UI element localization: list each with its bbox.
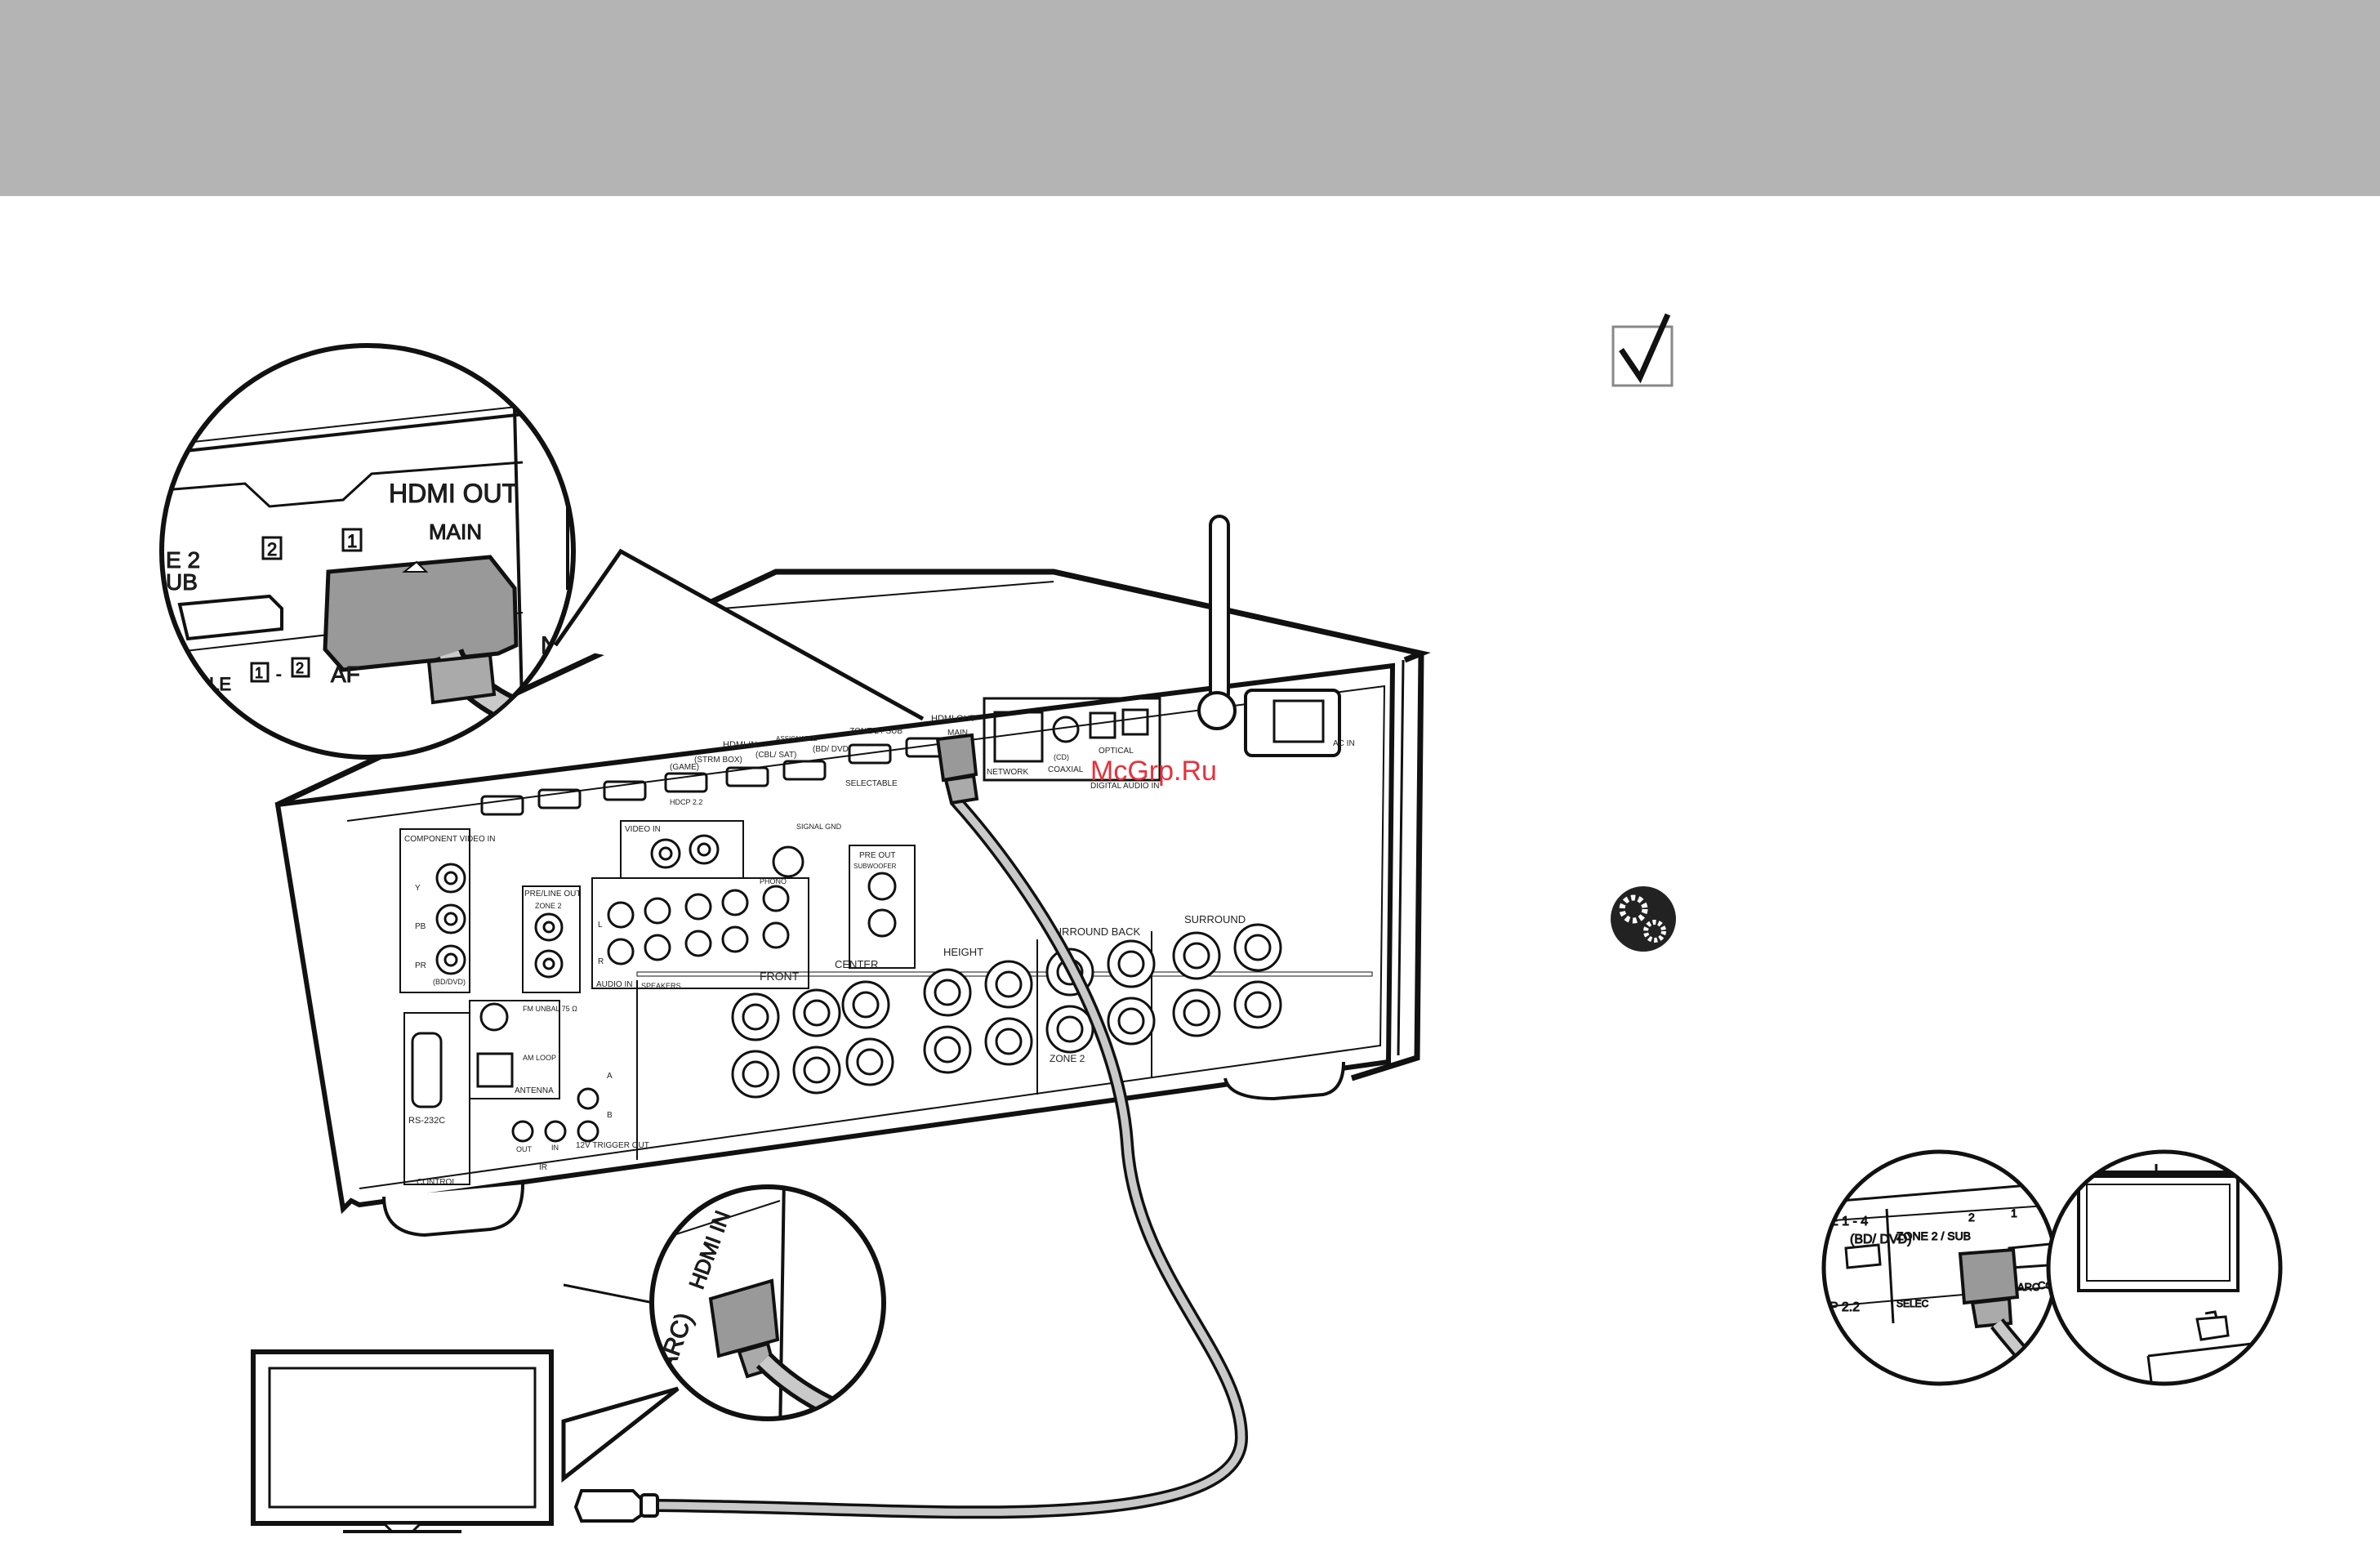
gears-icon (1611, 886, 1676, 952)
label-signal-gnd: SIGNAL GND (796, 823, 842, 831)
label-out: OUT (516, 1145, 533, 1153)
label-y: Y (415, 884, 421, 893)
label-front: FRONT (760, 970, 800, 983)
receiver-labels: HDMI OUT MAIN ZONE 2 / SUB SELECTABLE HD… (404, 714, 1355, 1187)
television (251, 1349, 554, 1533)
watermark: McGrp.Ru (1090, 756, 1217, 787)
label-game: (GAME) (670, 763, 699, 772)
small-zone2-sub: ZONE 2 / SUB (1896, 1229, 1971, 1242)
zoom-circle-zone2-sub: E 1 - 4 (BD/ DVD) P 2.2 ZONE 2 / SUB 2 1… (1821, 1149, 2058, 1386)
label-main: MAIN (947, 729, 968, 738)
label-zone2-speaker: ZONE 2 (1050, 1053, 1085, 1064)
label-speakers: SPEAKERS (641, 982, 681, 990)
label-subwoofer: SUBWOOFER (854, 863, 897, 870)
label-cd: (CD) (1054, 753, 1069, 761)
label-pre-out: PRE OUT (859, 851, 895, 860)
label-surround: SURROUND (1184, 913, 1246, 925)
header-band (0, 0, 2380, 196)
label-bd-dvd: (BD/ DVD) (813, 745, 851, 754)
zoom-hdmi-out: HDMI OUT (389, 479, 518, 508)
zoom-circle-hdmi-in: HDMI IN (ARC) (561, 1184, 886, 1483)
check-box-icon (1611, 313, 1674, 387)
label-network: NETWORK (987, 768, 1028, 777)
zoom-circle-hdmi-out: HDMI OUT MAIN E 2 UB 2 1 TABLE 1 - 2 AF … (159, 343, 925, 760)
small-select: SELEC (1896, 1298, 1929, 1309)
label-ac-in: AC IN (1333, 739, 1355, 748)
label-zone2: ZONE 2 (535, 902, 562, 910)
zoom-zone2: E 2 (166, 547, 200, 573)
label-rs232c: RS-232C (408, 1116, 445, 1126)
zoom-main: MAIN (429, 520, 482, 544)
label-hdmi-in: HDMI IN (723, 740, 757, 750)
label-coaxial: COAXIAL (1048, 765, 1084, 774)
hdmi-cable (653, 796, 1249, 1519)
label-bd-dvd-small: (BD/DVD) (433, 978, 466, 986)
label-height: HEIGHT (943, 946, 983, 958)
small-h: H (2038, 1190, 2046, 1203)
label-hdcp: HDCP 2.2 (670, 798, 702, 806)
rca-jacks (435, 834, 897, 979)
small-sel: E 1 - 4 (1830, 1215, 1868, 1229)
speaker-terminals (731, 923, 1282, 1099)
small-num1: 1 (2011, 1206, 2017, 1220)
hdmi-plug-receiver (935, 733, 979, 805)
label-control: CONTROL (417, 1178, 457, 1187)
label-fm: FM UNBAL 75 Ω (523, 1005, 577, 1013)
label-optical: OPTICAL (1099, 747, 1134, 756)
label-strm-box: (STRM BOX) (694, 756, 742, 765)
label-l: L (598, 921, 603, 930)
label-pb: PB (415, 922, 426, 931)
hdmi-plug-tv (573, 1489, 659, 1523)
label-b: B (607, 1111, 613, 1120)
zoom-sel-2: 2 (296, 660, 304, 676)
zoom-sel-1: 1 (255, 665, 263, 681)
label-trigger: 12V TRIGGER OUT (576, 1141, 649, 1150)
label-selectable: SELECTABLE (845, 779, 898, 788)
small-bd-dvd: (BD/ DVD) (1850, 1233, 1912, 1246)
zoom-num1: 1 (347, 531, 357, 551)
label-ir: IR (539, 1163, 547, 1172)
label-hdmi-out: HDMI OUT (931, 714, 976, 724)
small-num2: 2 (1968, 1211, 1975, 1224)
label-zone2-sub: ZONE 2 / SUB (849, 727, 903, 736)
label-a: A (607, 1072, 613, 1081)
label-cbl-sat: (CBL/ SAT) (755, 751, 796, 760)
label-video-in: VIDEO IN (625, 825, 661, 834)
zoom-circle-projector (2046, 1149, 2283, 1386)
zoom-arc-partial: AF (331, 662, 360, 687)
label-r: R (598, 957, 604, 966)
label-center: CENTER (835, 958, 878, 970)
zoom-sub: UB (166, 569, 198, 595)
small-arc: ARC (2017, 1281, 2039, 1293)
label-in: IN (551, 1144, 559, 1152)
zoom-num2: 2 (267, 539, 277, 560)
label-assignable: ASSIGNABLE (776, 735, 818, 743)
label-pre-line-out: PRE/LINE OUT (524, 890, 581, 899)
label-antenna: ANTENNA (515, 1086, 554, 1095)
label-digital-audio-in: DIGITAL AUDIO IN (1090, 782, 1159, 791)
label-component-video-in: COMPONENT VIDEO IN (404, 835, 496, 844)
label-am: AM LOOP (523, 1054, 556, 1062)
label-audio-in: AUDIO IN (596, 980, 632, 989)
label-phono: PHONO (760, 877, 787, 885)
label-surround-back: SURROUND BACK (1047, 925, 1140, 938)
small-hdcp: P 2.2 (1830, 1300, 1860, 1314)
label-pr: PR (415, 961, 426, 970)
zoom-sel-dash: - (276, 666, 282, 684)
